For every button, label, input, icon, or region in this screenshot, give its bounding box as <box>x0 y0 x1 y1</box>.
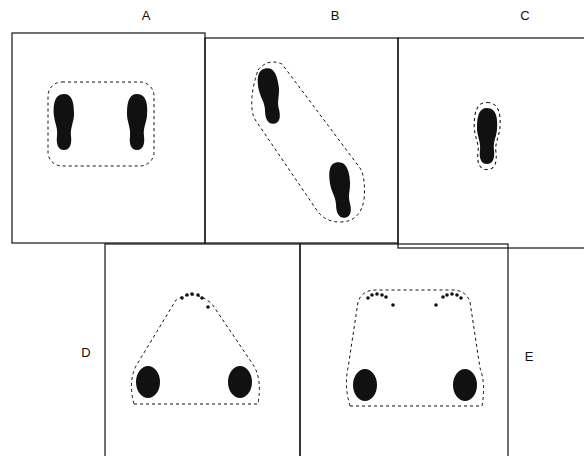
foot <box>256 67 284 125</box>
stance-b <box>252 62 365 222</box>
heel <box>453 369 477 401</box>
heel <box>228 366 252 398</box>
support-outline <box>474 102 500 169</box>
toe-dots <box>180 292 210 309</box>
panel-letter: C <box>520 9 529 22</box>
panel-frame <box>12 33 205 243</box>
foot <box>327 161 355 219</box>
panel-letter: D <box>81 346 90 359</box>
panel-frame <box>105 244 300 456</box>
support-outline <box>346 290 483 406</box>
panel-frame <box>205 38 398 243</box>
panel-letter: B <box>331 9 340 22</box>
panel-letter: E <box>525 350 534 363</box>
support-outline <box>252 62 365 222</box>
panel-frames <box>12 33 584 456</box>
stance-c <box>474 102 500 169</box>
stance-a <box>48 82 154 166</box>
heel <box>136 366 160 398</box>
panel-letter: A <box>142 9 151 22</box>
toe-dots <box>366 292 463 307</box>
stance-d <box>131 292 259 404</box>
panel-frame <box>300 244 508 456</box>
heel <box>353 369 377 401</box>
stance-e <box>346 290 483 406</box>
support-outline <box>48 82 154 166</box>
foot <box>54 94 74 150</box>
foot <box>127 94 147 150</box>
foot <box>477 108 497 164</box>
support-outline <box>131 295 259 404</box>
panel-frame <box>398 38 584 248</box>
